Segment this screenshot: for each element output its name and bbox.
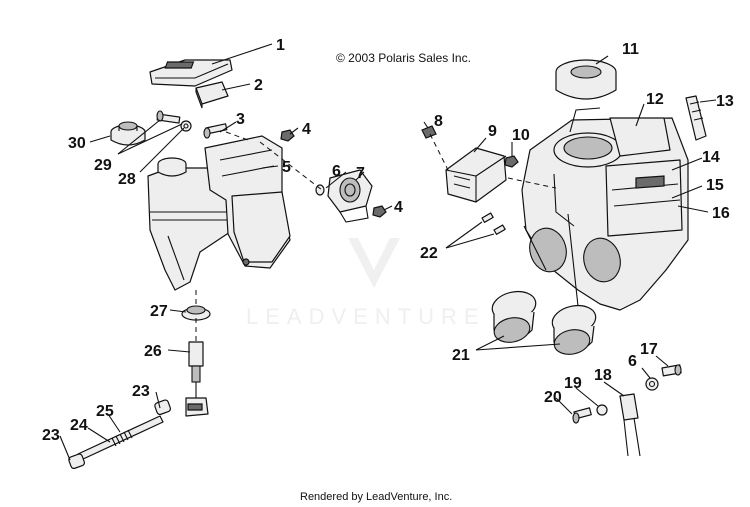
part-8-screw xyxy=(421,125,437,139)
callout-4-lower: 4 xyxy=(394,199,403,216)
callout-10: 10 xyxy=(512,127,530,144)
callout-30: 30 xyxy=(68,135,86,152)
part-21-boot-left xyxy=(491,290,537,343)
callout-6-right: 6 xyxy=(628,353,637,370)
callout-8: 8 xyxy=(434,113,443,130)
part-19-washer xyxy=(596,404,608,416)
callout-15: 15 xyxy=(706,177,724,194)
callout-4-upper: 4 xyxy=(302,121,311,138)
part-26-drain xyxy=(185,341,209,417)
callout-5: 5 xyxy=(282,159,291,176)
callout-6-left: 6 xyxy=(332,163,341,180)
part-22-screw-lower xyxy=(493,224,506,235)
part-4-nut-upper xyxy=(280,129,295,142)
callout-2: 2 xyxy=(254,77,263,94)
footer-text: Rendered by LeadVenture, Inc. xyxy=(300,491,452,503)
callout-3: 3 xyxy=(236,111,245,128)
callout-21: 21 xyxy=(452,347,470,364)
part-13-clip xyxy=(685,95,707,141)
leadventure-v-logo-icon xyxy=(348,238,400,288)
callout-18: 18 xyxy=(594,367,612,384)
callout-26: 26 xyxy=(144,343,162,360)
part-21-boot-right xyxy=(551,304,597,355)
copyright-text: © 2003 Polaris Sales Inc. xyxy=(336,51,471,65)
part-4-nut-lower xyxy=(372,205,387,218)
part-30-cap xyxy=(110,121,146,146)
callout-7: 7 xyxy=(356,165,365,182)
part-6-washer-right xyxy=(645,377,659,391)
callout-17: 17 xyxy=(640,341,658,358)
part-3-bolt xyxy=(203,123,228,139)
part-7-flange xyxy=(327,169,373,223)
callout-23-right: 23 xyxy=(132,383,150,400)
part-23-cap-left xyxy=(68,453,86,470)
callout-20: 20 xyxy=(544,389,562,406)
part-23-cap-right xyxy=(154,399,172,416)
callout-25: 25 xyxy=(96,403,114,420)
callout-labels: 1 2 3 4 4 5 6 6 7 8 9 10 11 12 13 14 15 … xyxy=(42,37,734,444)
part-22-screw-upper xyxy=(481,212,494,223)
part-2-block xyxy=(195,81,229,109)
part-20-bolt xyxy=(572,407,592,424)
callout-16: 16 xyxy=(712,205,730,222)
callout-28: 28 xyxy=(118,171,136,188)
callout-24: 24 xyxy=(70,417,88,434)
callout-19: 19 xyxy=(564,375,582,392)
part-1-cover xyxy=(149,59,233,87)
part-27-grommet xyxy=(181,305,211,321)
callout-13: 13 xyxy=(716,93,734,110)
part-25-spring xyxy=(111,429,133,447)
callout-11: 11 xyxy=(622,41,639,58)
part-17-bolt xyxy=(661,364,682,377)
airbox-housing xyxy=(521,107,689,311)
watermark-text: LEADVENTURE xyxy=(246,304,486,329)
callout-14: 14 xyxy=(702,149,720,166)
callout-27: 27 xyxy=(150,303,168,320)
part-9-module xyxy=(445,147,507,203)
part-5-box xyxy=(204,135,291,269)
callout-22: 22 xyxy=(420,245,438,262)
callout-23-left: 23 xyxy=(42,427,60,444)
part-29-screw xyxy=(156,110,181,124)
leader-lines xyxy=(59,43,717,461)
leadventure-watermark: LEADVENTURE xyxy=(246,238,486,329)
oil-tank xyxy=(147,157,241,291)
callout-29: 29 xyxy=(94,157,112,174)
callout-1: 1 xyxy=(276,37,285,54)
part-10-nut xyxy=(504,155,519,168)
callout-9: 9 xyxy=(488,123,497,140)
callout-12: 12 xyxy=(646,91,664,108)
part-24-hose xyxy=(77,415,164,461)
part-11-ring xyxy=(555,59,617,100)
part-18-tube xyxy=(619,393,641,457)
